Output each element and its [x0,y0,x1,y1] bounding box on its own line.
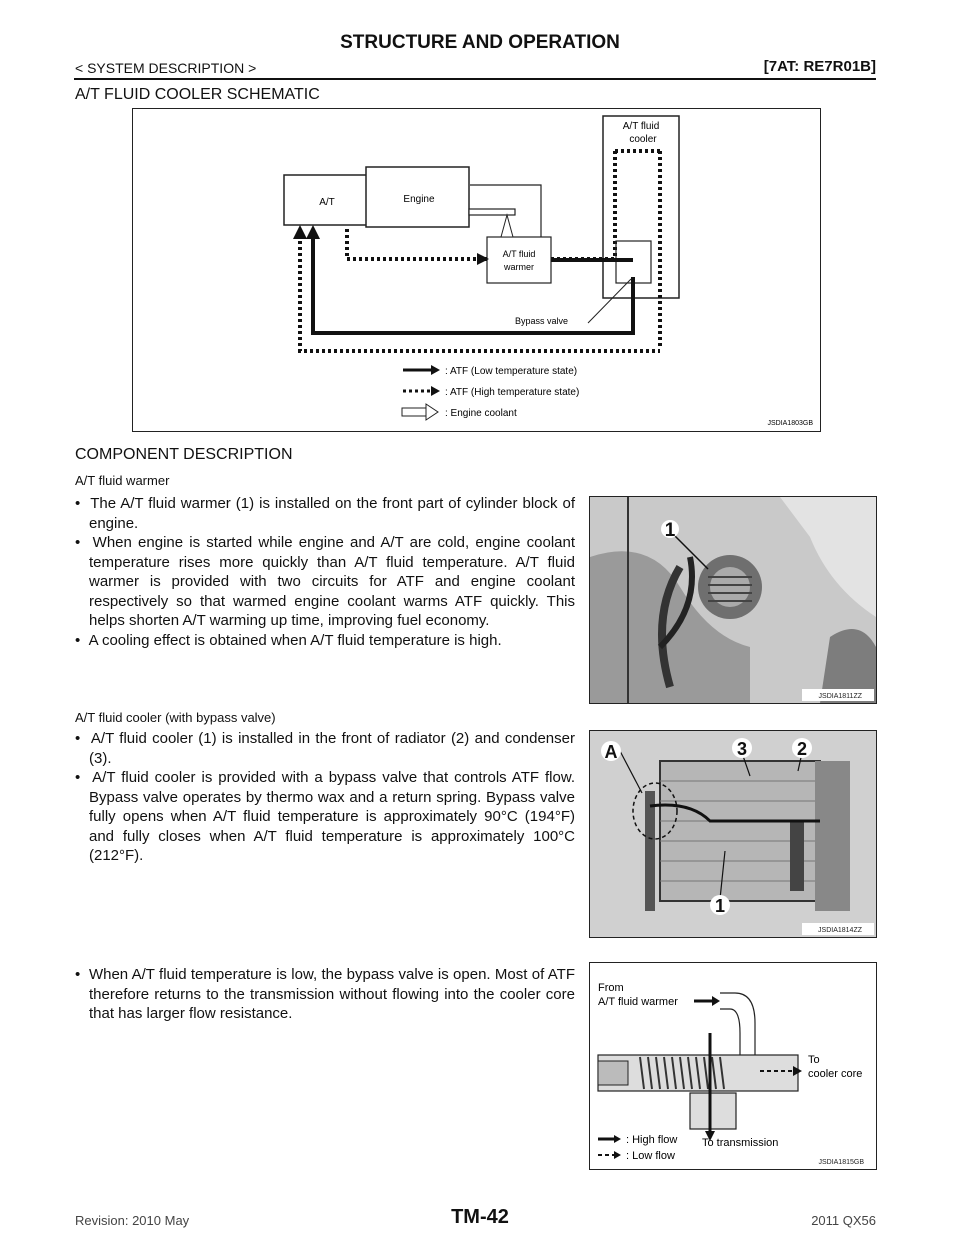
engine-label: Engine [403,194,435,205]
header-rule [74,78,876,80]
warmer-photo: 1 JSDIA1811ZZ [589,496,877,704]
bypass-bullets: When A/T fluid temperature is low, the b… [75,965,575,1024]
footer-revision: Revision: 2010 May [75,1213,190,1228]
cooler-heading: A/T fluid cooler (with bypass valve) [75,710,276,725]
model-code: [7AT: RE7R01B] [763,58,876,75]
section-title-schematic: A/T FLUID COOLER SCHEMATIC [75,86,320,103]
bypass-figure-code: JSDIA1815GB [818,1159,864,1166]
at-box [283,174,375,226]
bypass-from-2: A/T fluid warmer [598,996,678,1008]
cooler-bullet-2: A/T fluid cooler is provided with a bypa… [75,768,575,866]
warmer-label-1: A/T fluid [503,249,536,259]
cooler-figure-code: JSDIA1814ZZ [818,927,863,934]
cooler-bullet-1: A/T fluid cooler (1) is installed in the… [75,729,575,768]
bypass-to-1: To [808,1054,820,1066]
bypass-legend-low: : Low flow [626,1150,675,1162]
cooler-callout-2: 2 [797,739,807,759]
page-title: STRUCTURE AND OPERATION [340,32,620,53]
warmer-heading: A/T fluid warmer [75,473,170,488]
cooler-callout-1: 1 [715,896,725,916]
cooler-callout-3: 3 [737,739,747,759]
bypass-figure: From A/T fluid warmer To cooler core To … [589,962,877,1170]
legend-coolant: : Engine coolant [445,408,517,419]
bypass-label: Bypass valve [515,316,568,326]
legend-high: : ATF (High temperature state) [445,387,579,398]
at-label: A/T [319,197,335,208]
cooler-callout-a: A [605,742,618,762]
footer-model: 2011 QX56 [811,1213,876,1228]
bypass-legend-high: : High flow [626,1134,677,1146]
warmer-box [486,236,552,284]
schematic-diagram: A/T fluid cooler A/T Engine A/T fluid wa… [283,115,813,427]
warmer-bullet-2: When engine is started while engine and … [75,533,575,631]
section-title-component: COMPONENT DESCRIPTION [75,446,293,463]
cooler-photo: A 3 2 1 JSDIA1814ZZ [589,730,877,938]
figure-code: JSDIA1803GB [767,420,813,427]
cooler-label-2: cooler [629,134,657,145]
breadcrumb: < SYSTEM DESCRIPTION > [75,60,257,76]
bypass-to-trans: To transmission [702,1137,778,1149]
legend-low: : ATF (Low temperature state) [445,366,577,377]
warmer-callout-1: 1 [665,520,676,541]
schematic-figure: A/T fluid cooler A/T Engine A/T fluid wa… [132,108,821,432]
warmer-label-2: warmer [503,262,534,272]
page-number: TM-42 [451,1206,509,1228]
cooler-box [602,115,680,299]
warmer-bullet-1: The A/T fluid warmer (1) is installed on… [75,494,575,533]
warmer-bullets: The A/T fluid warmer (1) is installed on… [75,494,575,650]
engine-box [365,166,470,228]
bypass-from-1: From [598,982,624,994]
bypass-bullet-1: When A/T fluid temperature is low, the b… [75,965,575,1024]
cooler-bullets: A/T fluid cooler (1) is installed in the… [75,729,575,866]
warmer-bullet-3: A cooling effect is obtained when A/T fl… [75,631,575,651]
warmer-figure-code: JSDIA1811ZZ [819,693,863,700]
cooler-label-1: A/T fluid [623,121,660,132]
bypass-to-2: cooler core [808,1068,862,1080]
